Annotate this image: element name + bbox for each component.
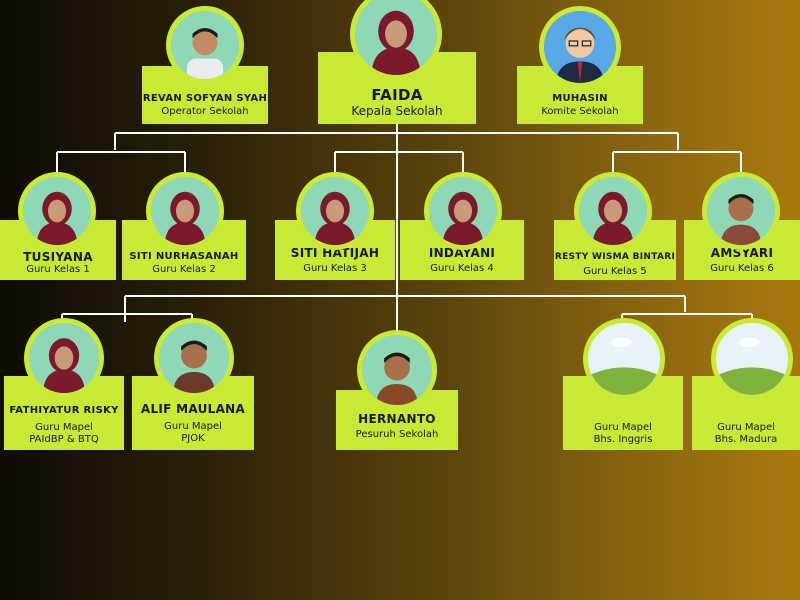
node-name: SITI NURHASANAH [129,251,239,262]
node-role: Guru Kelas 4 [430,263,494,274]
woman-hijab-avatar-icon [350,0,442,80]
woman-hijab-avatar-icon [24,318,104,398]
node-role: Kepala Sekolah [351,104,443,118]
node-role: Operator Sekolah [161,106,249,117]
node-role: Guru Kelas 3 [303,263,367,274]
node-role: Guru Kelas 1 [26,264,90,275]
node-role: Guru Kelas 6 [710,263,774,274]
node-name: MUHASIN [552,93,608,104]
node-role: Komite Sekolah [541,106,619,117]
node-name: INDAYANI [428,246,496,260]
woman-hijab-avatar-icon [574,172,652,250]
node-role: Guru Mapel [717,422,775,433]
node-role-detail: Bhs. Inggris [593,434,653,445]
man-avatar-icon [702,172,780,250]
node-name: FAIDA [371,86,423,104]
node-role: Guru Kelas 5 [583,266,647,277]
node-name: ALIF MAULANA [140,402,246,416]
man-avatar-icon [357,330,437,410]
node-role-detail: PJOK [181,433,205,444]
node-role-detail: PAIdBP & BTQ [29,434,99,445]
node-name: FATHIYATUR RISKY [9,405,119,416]
node-role: Guru Mapel [164,421,222,432]
node-role: Pesuruh Sekolah [355,429,439,440]
node-name: REVAN SOFYAN SYAH [142,93,268,104]
node-role: Guru Mapel [35,422,93,433]
woman-hijab-avatar-icon [146,172,224,250]
node-name: RESTY WISMA BINTARI [554,252,676,262]
node-name: TUSIYANA [23,250,93,264]
man-avatar-icon [166,6,244,84]
node-name: SITI HATIJAH [290,246,380,260]
landscape-placeholder-icon [583,318,665,400]
man-avatar-icon [154,318,234,398]
node-card-inggris: Guru Mapel Bhs. Inggris [563,376,683,450]
node-name: AMSYARI [710,246,774,260]
node-role-detail: Bhs. Madura [714,434,778,445]
woman-hijab-avatar-icon [18,172,96,250]
landscape-placeholder-icon [711,318,793,400]
cartoon-man-avatar-icon [539,6,621,88]
woman-hijab-avatar-icon [424,172,502,250]
node-role: Guru Mapel [594,422,652,433]
node-role: Guru Kelas 2 [152,264,216,275]
node-name: HERNANTO [358,412,436,426]
woman-hijab-avatar-icon [296,172,374,250]
